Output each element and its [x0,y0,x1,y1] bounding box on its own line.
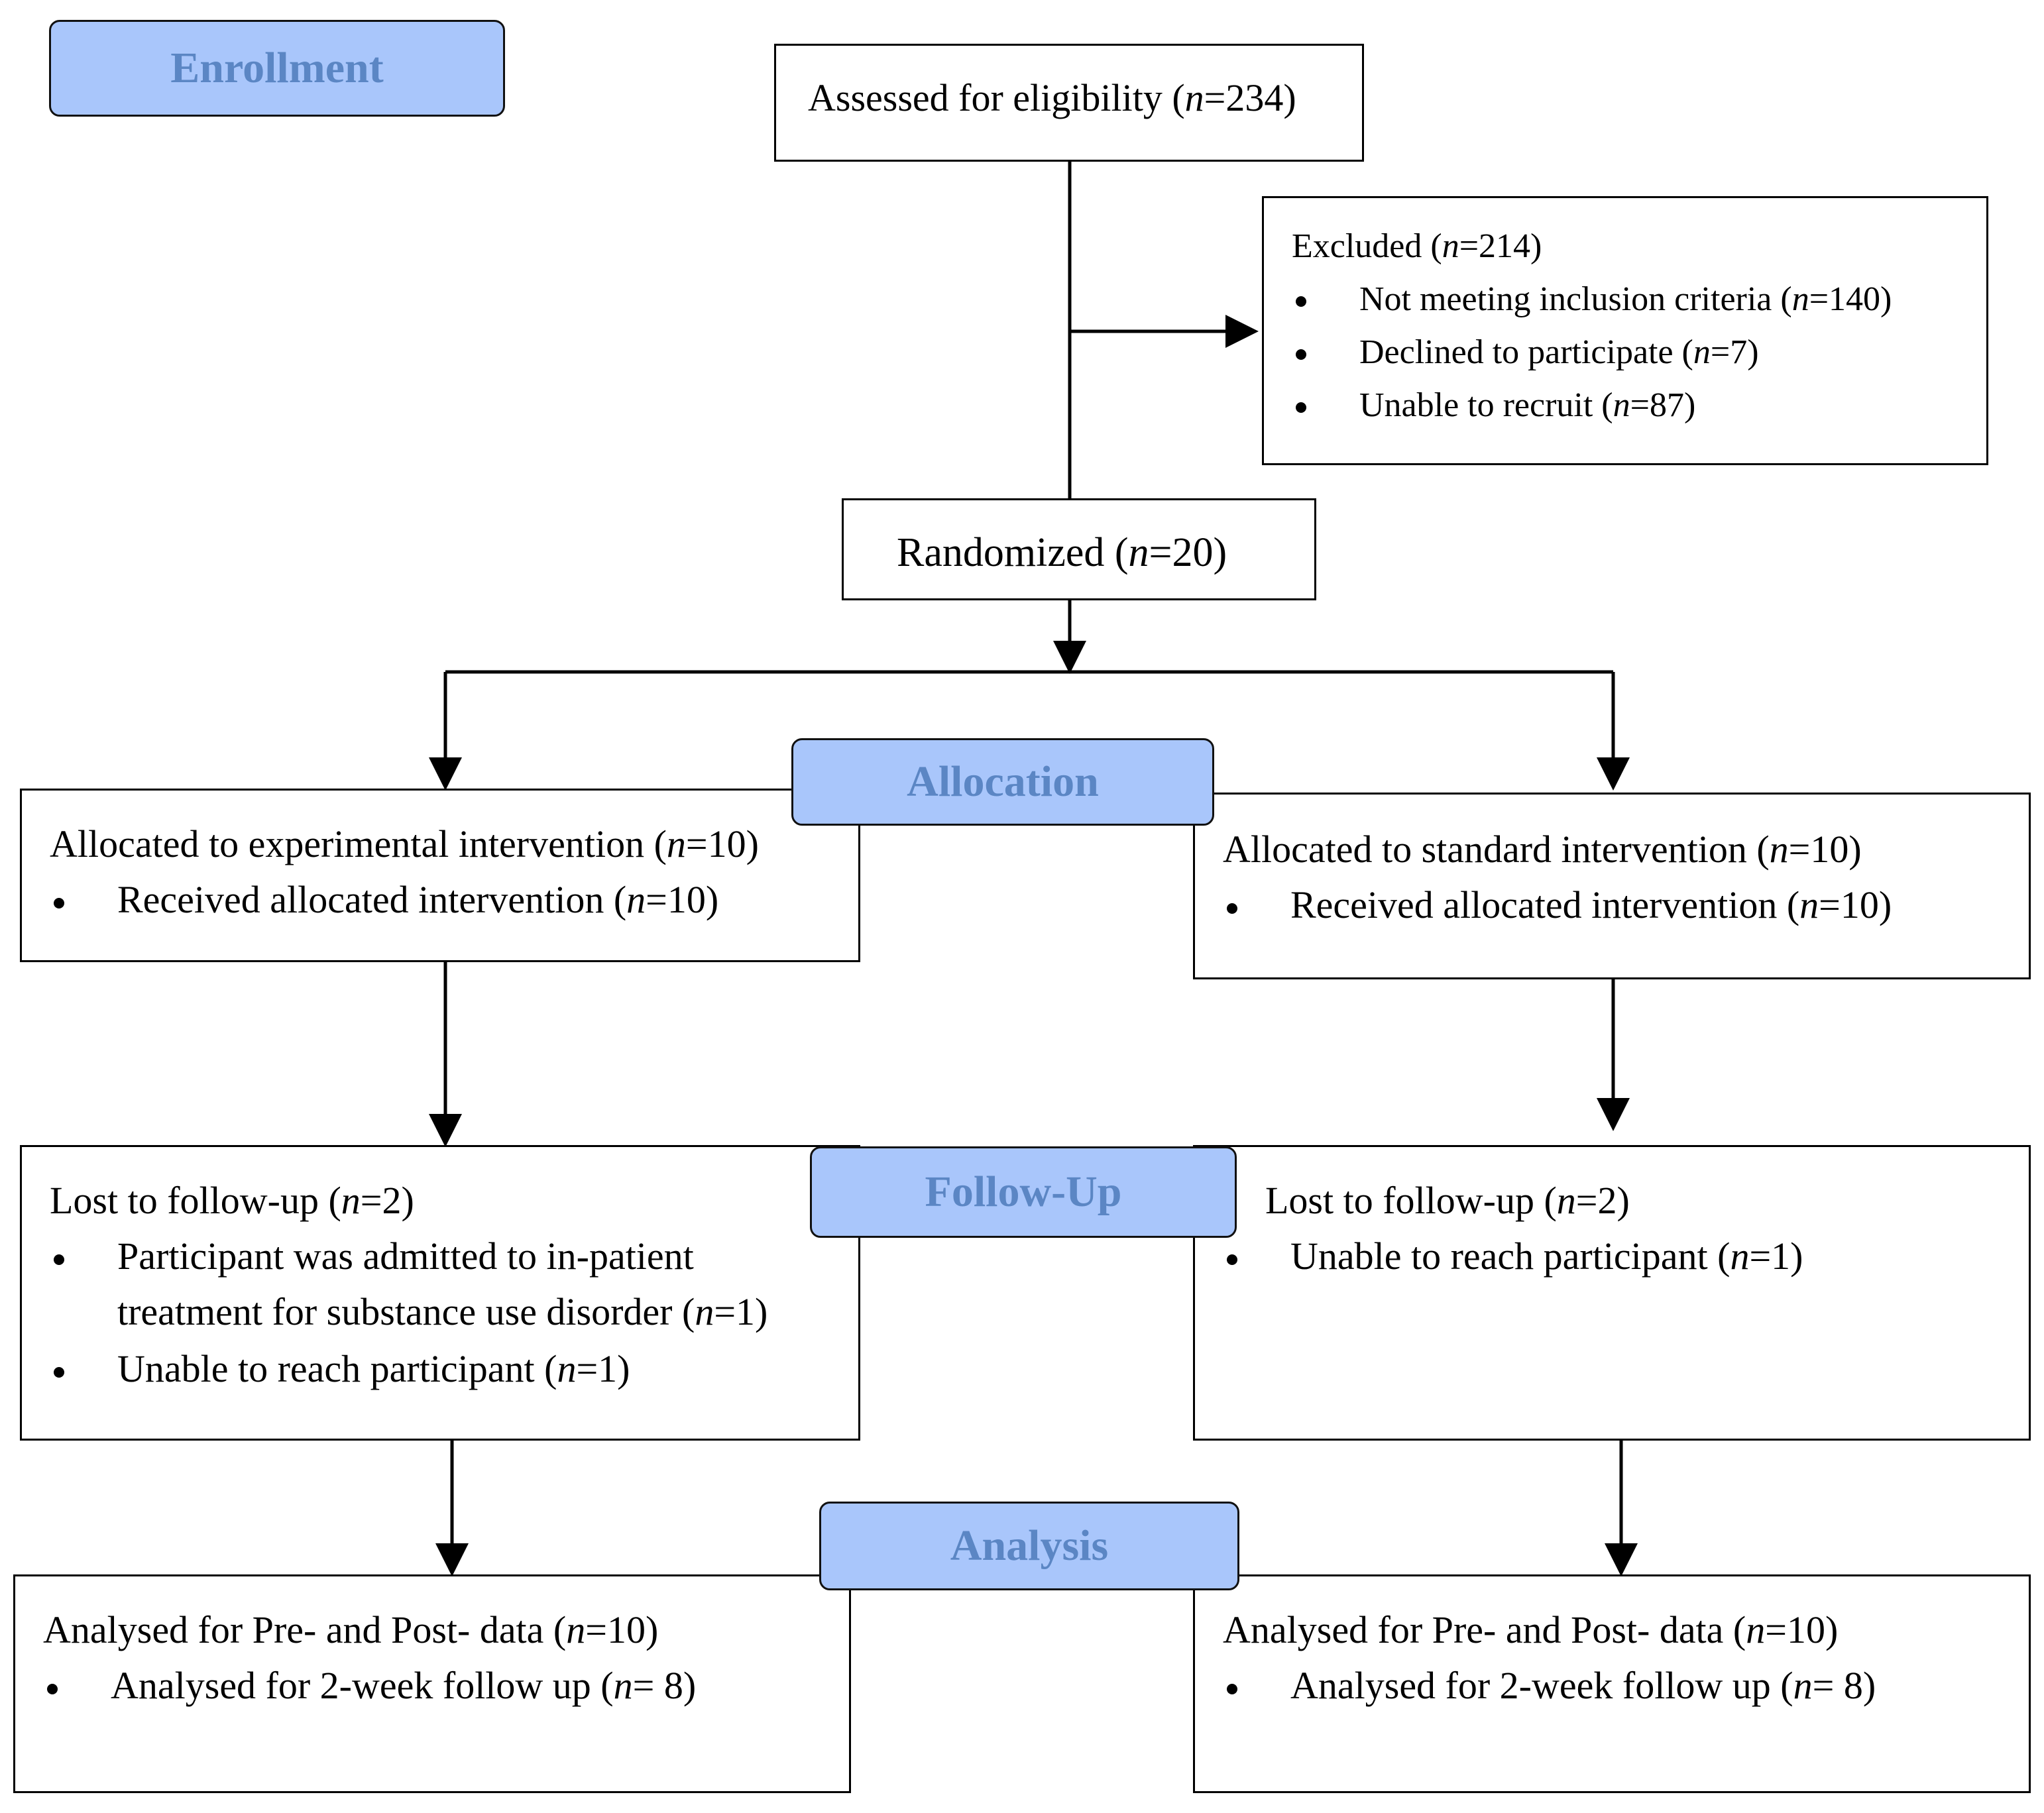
followup-left-title: Lost to follow-up (n=2) [50,1179,414,1222]
assessed-box: Assessed for eligibility (n=234) [774,44,1364,162]
bullet-icon [54,898,64,908]
analysis-left-item: Analysed for 2-week follow up (n= 8) [111,1664,697,1707]
followup-right-item: Unable to reach participant (n=1) [1290,1235,1803,1278]
excluded-box: Excluded (n=214) Not meeting inclusion c… [1262,196,1988,465]
bullet-icon [1227,1254,1237,1265]
excluded-item-2: Declined to participate (n=7) [1359,333,1759,371]
stage-follow-up: Follow-Up [810,1146,1237,1238]
allocation-left-title: Allocated to experimental intervention (… [50,822,759,865]
bullet-icon [47,1684,58,1694]
stage-enrollment: Enrollment [49,20,505,117]
bullet-icon [1227,1684,1237,1694]
bullet-icon [54,1254,64,1265]
allocation-right-box: Allocated to standard intervention (n=10… [1193,793,2031,979]
randomized-box: Randomized (n=20) [842,498,1316,600]
excluded-item-1: Not meeting inclusion criteria (n=140) [1359,280,1892,318]
analysis-right-item: Analysed for 2-week follow up (n= 8) [1290,1664,1876,1707]
analysis-right-title: Analysed for Pre- and Post- data (n=10) [1223,1608,1839,1651]
followup-left-item1-line2: treatment for substance use disorder (n=… [117,1290,768,1333]
bullet-icon [54,1367,64,1378]
allocation-right-title: Allocated to standard intervention (n=10… [1223,828,1862,871]
bullet-icon [1296,349,1306,360]
followup-left-item2: Unable to reach participant (n=1) [117,1347,630,1390]
analysis-right-box: Analysed for Pre- and Post- data (n=10) … [1193,1574,2031,1793]
stage-allocation: Allocation [791,738,1214,826]
allocation-right-item: Received allocated intervention (n=10) [1290,883,1892,926]
randomized-text: Randomized (n=20) [897,530,1227,575]
excluded-item-3: Unable to recruit (n=87) [1359,386,1696,424]
followup-left-box: Lost to follow-up (n=2) Participant was … [20,1145,860,1441]
bullet-icon [1296,402,1306,413]
allocation-left-item: Received allocated intervention (n=10) [117,878,719,921]
followup-right-title: Lost to follow-up (n=2) [1265,1179,1630,1222]
bullet-icon [1296,296,1306,307]
allocation-left-box: Allocated to experimental intervention (… [20,789,860,962]
followup-left-item1-line1: Participant was admitted to in-patient [117,1235,694,1278]
followup-right-box: Lost to follow-up (n=2) Unable to reach … [1193,1145,2031,1441]
analysis-left-title: Analysed for Pre- and Post- data (n=10) [43,1608,659,1651]
bullet-icon [1227,903,1237,914]
assessed-text: Assessed for eligibility (n=234) [808,76,1296,119]
excluded-title: Excluded (n=214) [1292,227,1542,265]
analysis-left-box: Analysed for Pre- and Post- data (n=10) … [13,1574,851,1793]
stage-analysis: Analysis [819,1502,1239,1590]
